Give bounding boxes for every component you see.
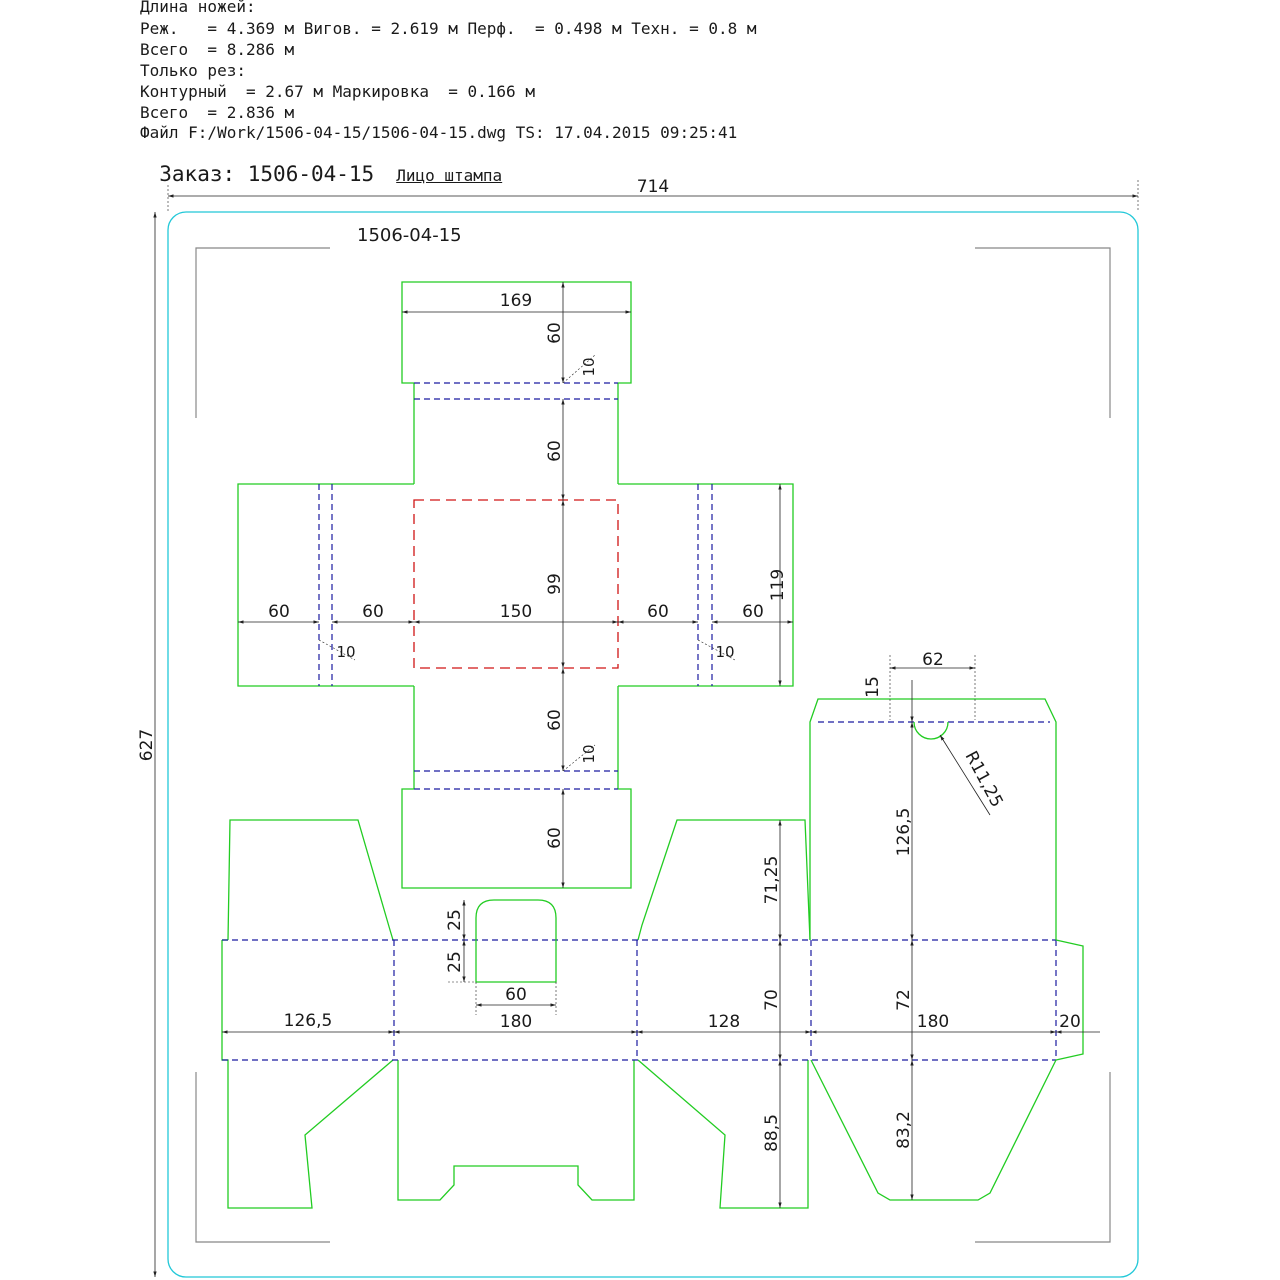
right-tab-width: 62 (922, 650, 944, 670)
right-tab-height: 15 (863, 676, 883, 698)
file-line: Файл F:/Work/1506-04-15/1506-04-15.dwg T… (140, 123, 738, 142)
right-panel-height: 126,5 (894, 808, 914, 857)
center-width: 150 (500, 602, 532, 622)
tuck-crease: 10 (580, 357, 598, 376)
lower-w4: 180 (917, 1012, 949, 1032)
lower-body: 70 (762, 989, 782, 1011)
side-height: 119 (768, 569, 788, 601)
center-height: 99 (545, 573, 565, 595)
handle-h1: 25 (445, 909, 465, 931)
lower-w3: 128 (708, 1012, 740, 1032)
side-right-outer: 60 (742, 602, 764, 622)
side-right-inner: 60 (647, 602, 669, 622)
bottom-panel-height: 60 (545, 709, 565, 731)
lower-top-flap: 71,25 (762, 856, 782, 905)
left-crease-gap: 10 (336, 643, 355, 661)
sheet-frame (167, 211, 1139, 1278)
upper-box-dimensions (238, 282, 793, 888)
die-side-label: Лицо штампа (396, 166, 503, 185)
lower-w2: 180 (500, 1012, 532, 1032)
overall-width-dimension (167, 180, 1139, 212)
center-panel-perforation (413, 499, 619, 669)
top-flap-height: 60 (545, 322, 565, 344)
lower-box-dimensions (222, 655, 1100, 1208)
overall-width-label: 714 (637, 177, 669, 197)
knife-length-total: Всего = 8.286 м (140, 40, 295, 59)
lower-w5: 20 (1059, 1012, 1081, 1032)
handle-width: 60 (505, 985, 527, 1005)
lower-bottom-flap: 88,5 (762, 1114, 782, 1152)
top-flap-width: 169 (500, 291, 532, 311)
upper-box-cut-lines (237, 281, 794, 889)
right-panel-cut-lines (809, 698, 1084, 1201)
knife-length-line: Реж. = 4.369 м Вигов. = 2.619 м Перф. = … (140, 19, 757, 38)
cut-only-line: Контурный = 2.67 м Маркировка = 0.166 м (140, 82, 535, 101)
handle-h2: 25 (445, 951, 465, 973)
thumb-notch (913, 721, 949, 740)
cut-only-total: Всего = 2.836 м (140, 103, 295, 122)
side-left-outer: 60 (268, 602, 290, 622)
top-panel-height: 60 (545, 440, 565, 462)
stamp-label: 1506-04-15 (357, 225, 462, 246)
right-bottom: 83,2 (894, 1111, 914, 1149)
handle-cutout (475, 899, 557, 983)
right-body: 72 (894, 989, 914, 1011)
right-crease-gap: 10 (715, 643, 734, 661)
order-label: Заказ: 1506-04-15 (159, 162, 375, 186)
overall-height-label: 627 (137, 729, 157, 761)
knife-length-title: Длина ножей: (140, 0, 256, 16)
lower-box-crease-lines (222, 939, 1057, 1061)
lower-w1: 126,5 (284, 1011, 333, 1031)
cut-only-title: Только рез: (140, 61, 246, 80)
corner-marks (195, 247, 1111, 1243)
bottom-flap-height: 60 (545, 827, 565, 849)
side-left-inner: 60 (362, 602, 384, 622)
upper-box-crease-lines (318, 382, 713, 790)
order-line: Заказ: 1506-04-15 Лицо штампа (140, 143, 502, 186)
bottom-crease: 10 (580, 744, 598, 763)
